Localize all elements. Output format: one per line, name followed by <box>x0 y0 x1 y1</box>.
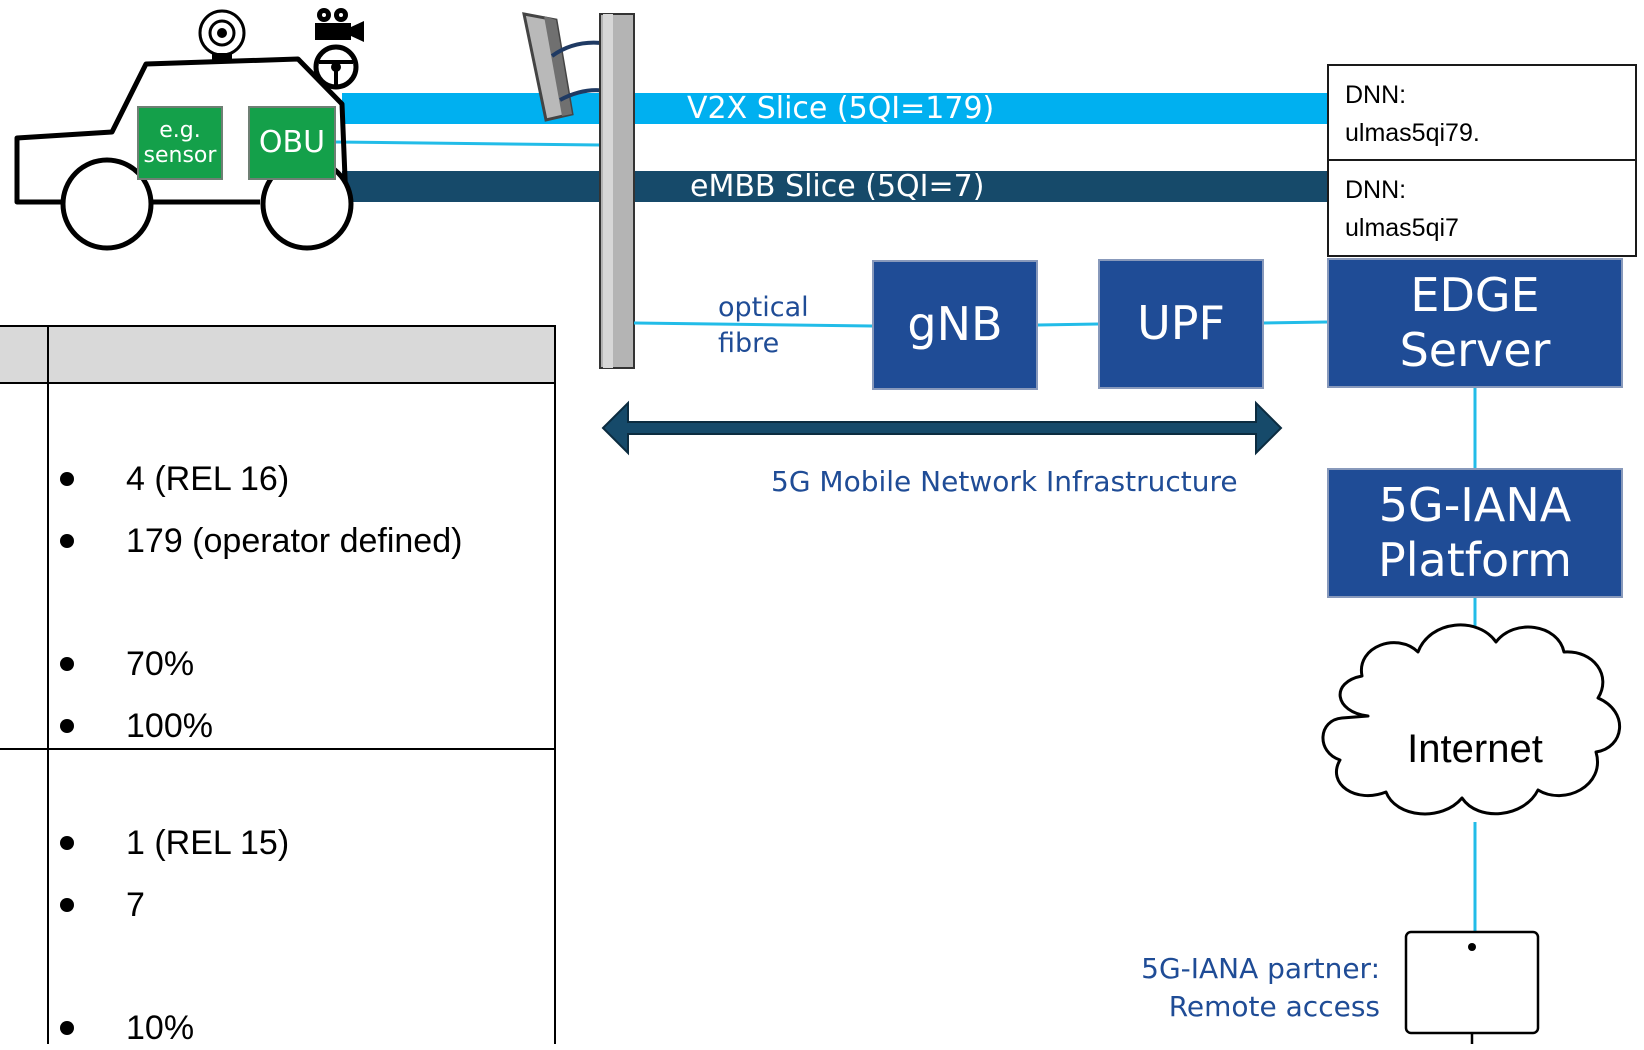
iana-label-line2: Platform <box>1378 533 1572 587</box>
optical-fibre-line1: optical <box>718 292 809 323</box>
partner-label-line1: 5G-IANA partner: <box>1141 952 1380 985</box>
upf-edge-link <box>1263 320 1328 325</box>
bullet-icon <box>60 472 74 486</box>
sensor-label-line2: sensor <box>143 143 217 168</box>
infrastructure-label: 5G Mobile Network Infrastructure <box>771 465 1238 498</box>
obu-label: OBU <box>258 124 326 160</box>
v2x-slice-bar <box>342 93 1328 124</box>
upf-box: UPF <box>1098 259 1264 389</box>
dnn-v2x-title: DNN: <box>1345 81 1407 109</box>
roof-sensor-icon <box>198 9 246 61</box>
dnn-box-embb: DNN: ulmas5qi7 <box>1327 159 1637 257</box>
internet-label: Internet <box>1407 727 1543 771</box>
edge-label-line2: Server <box>1399 323 1551 377</box>
steering-wheel-icon <box>313 44 359 90</box>
bullet-icon <box>60 719 74 733</box>
edge-label-line1: EDGE <box>1410 267 1540 322</box>
movie-camera-icon <box>315 8 364 42</box>
bullet-icon <box>60 836 74 850</box>
table-bullet-text: 4 (REL 16) <box>126 459 290 498</box>
optical-fibre-line2: fibre <box>718 328 780 359</box>
partner-label: 5G-IANA partner: Remote access <box>1060 950 1380 1026</box>
upf-label: UPF <box>1137 296 1225 351</box>
gnb-label: gNB <box>907 297 1003 352</box>
gnb-box: gNB <box>872 260 1038 390</box>
table-bullet-text: 10% <box>126 1008 195 1047</box>
bullet-icon <box>60 898 74 912</box>
infrastructure-double-arrow <box>601 400 1283 456</box>
sensor-label-line1: e.g. <box>159 117 201 143</box>
table-bullet-row: 100% <box>60 704 213 748</box>
table-bullet-row: 10% <box>60 1006 194 1050</box>
embb-slice-bar <box>342 171 1328 202</box>
bullet-icon <box>60 534 74 548</box>
table-bullet-text: 179 (operator defined) <box>126 521 463 560</box>
partner-label-line2: Remote access <box>1168 990 1380 1023</box>
optical-fibre-label: optical fibre <box>718 290 809 362</box>
dnn-embb-title: DNN: <box>1345 176 1407 204</box>
dnn-v2x-value: ulmas5qi79. <box>1345 119 1480 147</box>
antenna-pole-icon <box>522 12 635 369</box>
optical-fibre-line <box>633 321 873 328</box>
dnn-embb-value: ulmas5qi7 <box>1345 214 1459 242</box>
obu-link-line <box>334 140 601 147</box>
table-bullet-text: 7 <box>126 885 145 924</box>
remote-access-device-icon <box>1404 930 1540 1044</box>
table-bullet-text: 100% <box>126 706 213 745</box>
bullet-icon <box>60 657 74 671</box>
parameter-table <box>0 325 556 1044</box>
table-bullet-text: 70% <box>126 644 195 683</box>
iana-label-line1: 5G-IANA <box>1378 477 1572 532</box>
bullet-icon <box>60 1021 74 1035</box>
table-bullet-row: 70% <box>60 642 194 686</box>
table-bullet-text: 1 (REL 15) <box>126 823 290 862</box>
dnn-box-v2x: DNN: ulmas5qi79. <box>1327 64 1637 161</box>
embb-slice-label: eMBB Slice (5QI=7) <box>690 169 985 204</box>
edge-server-box: EDGE Server <box>1327 258 1623 388</box>
table-bullet-row: 179 (operator defined) <box>60 519 462 563</box>
v2x-slice-label: V2X Slice (5QI=179) <box>687 91 995 126</box>
table-bullet-row: 4 (REL 16) <box>60 457 289 501</box>
table-bullet-row: 7 <box>60 883 145 927</box>
obu-box: OBU <box>248 106 336 180</box>
internet-cloud-icon <box>1321 623 1621 816</box>
car-outline-icon <box>14 56 354 251</box>
sensor-box: e.g. sensor <box>137 106 223 180</box>
gnb-upf-link <box>1037 322 1099 327</box>
table-bullet-row: 1 (REL 15) <box>60 821 289 865</box>
iana-platform-box: 5G-IANA Platform <box>1327 468 1623 598</box>
